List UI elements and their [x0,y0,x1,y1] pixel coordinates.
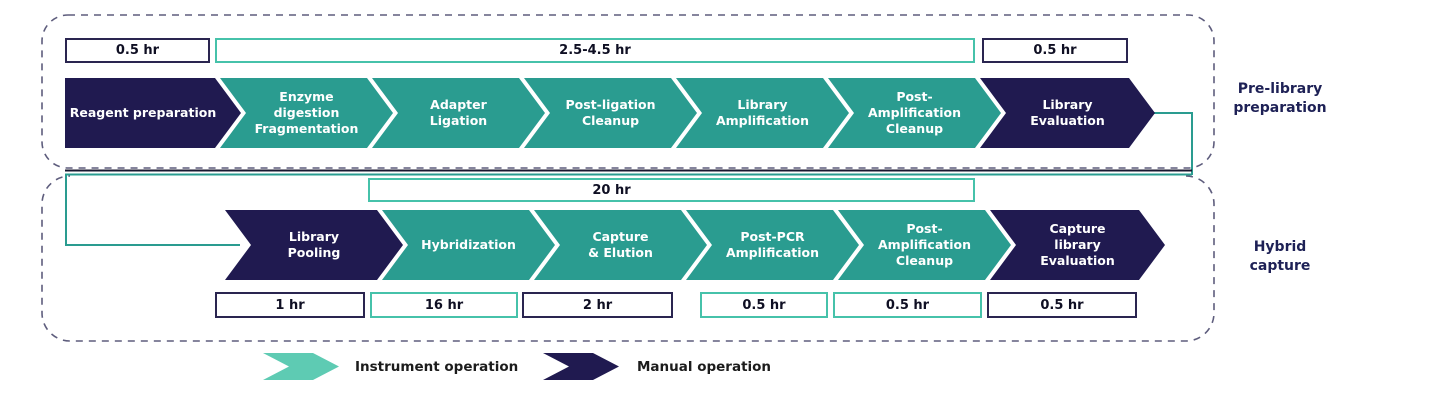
step-label: Post- Amplification Cleanup [867,88,962,137]
step-label: Reagent preparation [69,104,217,120]
step-label: Post- Amplification Cleanup [877,220,972,269]
duration-box: 0.5 hr [833,292,982,318]
step-label: Library Amplification [715,96,810,128]
duration-label: 0.5 hr [885,297,930,313]
section-label-pre-library: Pre-library preparation [1233,81,1327,116]
step-label: Adapter Ligation [429,96,488,128]
duration-label: 2.5-4.5 hr [559,43,631,58]
step-label: Post-ligation Cleanup [565,96,656,128]
duration-box: 2 hr [522,292,673,318]
duration-box: 2.5-4.5 hr [215,38,975,63]
duration-box: 20 hr [368,178,975,202]
step-label: Library Pooling [287,228,341,260]
step-chevron-post-ligation-cleanup: Post-ligation Cleanup [524,78,697,148]
step-chevron-capture-elution: Capture & Elution [534,210,707,280]
step-chevron-capture-library-evaluation: Capture library Evaluation [990,210,1165,280]
section-label-hybrid-capture: Hybrid capture [1249,239,1311,274]
legend-instrument-label: Instrument operation [355,359,519,375]
step-chevron-post-amplification-cleanup: Post- Amplification Cleanup [828,78,1001,148]
duration-box: 0.5 hr [65,38,210,63]
step-label: Hybridization [421,236,516,252]
step-chevron-enzyme-digestion-fragmentation: Enzyme digestion Fragmentation [220,78,393,148]
step-chevron-library-pooling: Library Pooling [225,210,403,280]
step-label: Capture library Evaluation [1040,220,1115,269]
duration-box: 1 hr [215,292,365,318]
step-chevron-post-pcr-amplification: Post-PCR Amplification [686,210,859,280]
step-label: Post-PCR Amplification [725,228,820,260]
duration-label: 2 hr [582,297,613,313]
duration-label: 0.5 hr [1040,297,1084,313]
duration-label: 0.5 hr [742,297,786,313]
duration-box: 16 hr [370,292,518,318]
pre-library-dashed-frame [41,14,1215,169]
step-chevron-library-evaluation: Library Evaluation [980,78,1155,148]
duration-label: 0.5 hr [1033,43,1077,58]
duration-label: 0.5 hr [115,43,160,58]
connector-down-segment [1152,112,1193,175]
step-chevron-reagent-preparation: Reagent preparation [65,78,241,148]
step-label: Enzyme digestion Fragmentation [254,88,359,137]
step-chevron-post-amplification-cleanup-2: Post- Amplification Cleanup [838,210,1011,280]
step-chevron-adapter-ligation: Adapter Ligation [372,78,545,148]
duration-box: 0.5 hr [982,38,1128,63]
duration-label: 16 hr [424,297,464,313]
legend-manual-label: Manual operation [637,359,772,375]
hybrid-capture-dashed-frame [41,175,1215,342]
duration-box: 0.5 hr [987,292,1137,318]
step-label: Library Evaluation [1030,96,1105,128]
connector-to-library-pooling [65,175,240,246]
duration-label: 20 hr [592,182,631,198]
step-chevron-library-amplification: Library Amplification [676,78,849,148]
step-label: Capture & Elution [588,228,653,260]
step-chevron-hybridization: Hybridization [382,210,555,280]
duration-box: 0.5 hr [700,292,828,318]
duration-label: 1 hr [275,297,305,313]
